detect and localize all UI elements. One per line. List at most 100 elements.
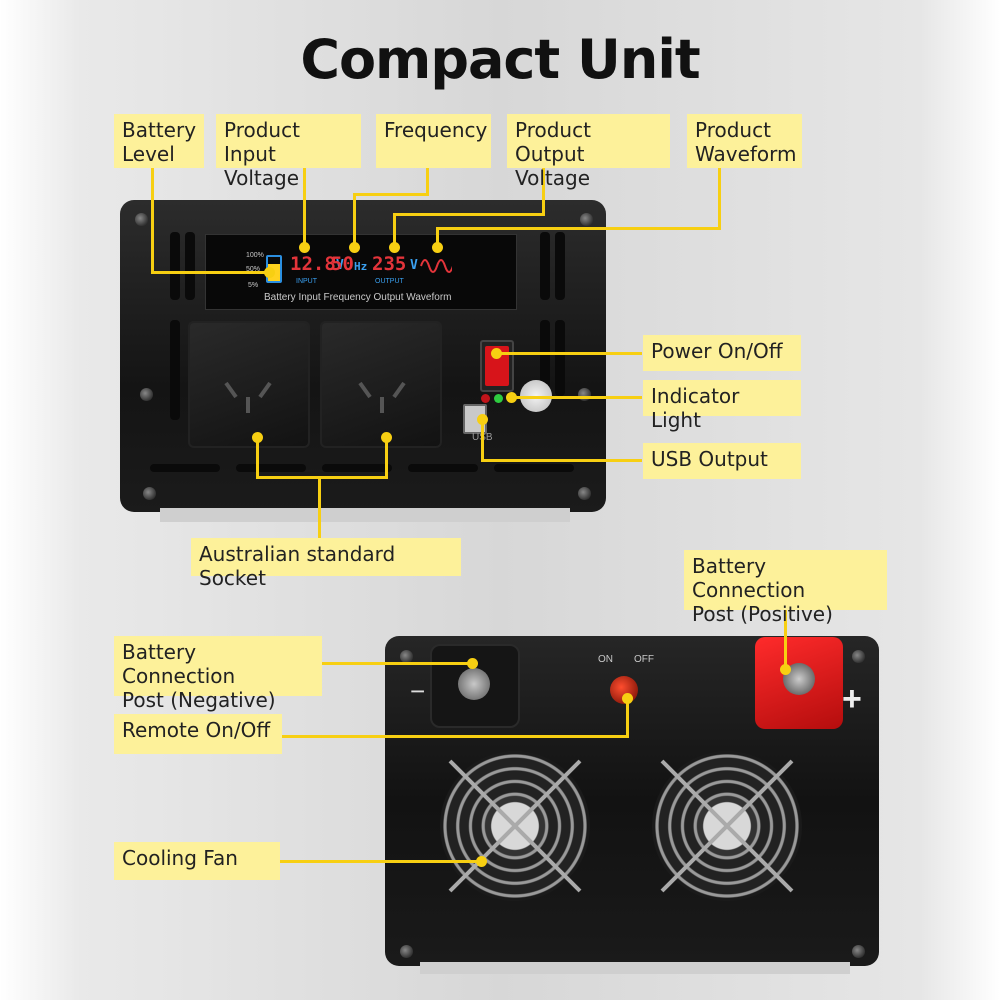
callout-positive-post: Battery Connection Post (Positive) [684,550,887,626]
frequency-unit: Hz [354,260,368,273]
callout-line [542,165,545,215]
battery-pct-5: 5% [248,282,259,289]
inverter-front-base [160,508,570,522]
screw [400,945,413,958]
screw [580,213,593,226]
vent-slot [170,320,180,420]
callout-line [511,396,642,399]
screw [578,388,591,401]
indicator-light-red [481,394,490,403]
callout-remote-switch: Remote On/Off [114,714,282,754]
vent-slot [540,320,550,396]
screw [400,650,413,663]
callout-line [481,418,484,461]
vent-slot [236,464,306,472]
screw [852,650,865,663]
callout-dot [506,392,517,403]
callout-dot [477,414,488,425]
negative-post-cover [430,644,520,728]
frequency-value: 50 [331,253,354,275]
vent-slot [540,232,550,300]
screw [852,945,865,958]
positive-post-cover [755,637,843,729]
remote-on-text: ON [598,654,613,665]
callout-line [318,476,321,538]
callout-dot [299,242,310,253]
fan-grill-right [660,759,794,893]
callout-line [436,227,721,230]
callout-line [322,662,472,665]
callout-line [303,165,306,247]
input-voltage-value: 12.8 [290,253,336,275]
power-socket-left [188,321,310,448]
callout-line [353,193,356,247]
callout-frequency: Frequency [376,114,491,168]
vent-slot [322,464,392,472]
battery-pct-50: 50% [246,266,261,273]
page-title: Compact Unit [300,28,700,91]
vent-slot [494,464,574,472]
callout-australian-socket: Australian standard Socket [191,538,461,590]
vent-slot [185,232,195,300]
callout-line [353,193,429,196]
callout-indicator-light: Indicator Light [643,380,801,432]
callout-line [393,213,545,216]
callout-line [256,436,259,478]
callout-dot [476,856,487,867]
output-tag: OUTPUT [375,278,404,285]
vent-slot [555,320,565,396]
callout-input-voltage: Product Input Voltage [216,114,361,190]
minus-sign: − [410,676,426,706]
indicator-light-green [494,394,503,403]
socket-pins-right [358,381,406,413]
callout-dot [467,658,478,669]
screw [578,487,591,500]
output-voltage-unit: V [410,258,418,273]
callout-output-voltage: Product Output Voltage [507,114,670,190]
callout-line [784,610,787,670]
callout-battery-level: Battery Level [114,114,204,168]
vent-slot [150,464,220,472]
callout-dot [780,664,791,675]
callout-cooling-fan: Cooling Fan [114,842,280,880]
screw [135,213,148,226]
fan-grill-left [448,759,582,893]
callout-power-switch: Power On/Off [643,335,801,371]
callout-dot [349,242,360,253]
callout-dot [491,348,502,359]
callout-line [626,698,629,738]
screw [143,487,156,500]
inverter-rear-base [420,962,850,974]
vent-slot [170,232,180,300]
screw [140,388,153,401]
callout-negative-post: Battery Connection Post (Negative) [114,636,322,712]
callout-dot [622,693,633,704]
callout-line [282,735,628,738]
plus-sign: + [842,680,862,718]
callout-line [496,352,642,355]
callout-waveform: Product Waveform [687,114,802,168]
sine-wave-icon [420,259,452,273]
callout-line [151,165,154,273]
power-socket-right [320,321,442,448]
remote-off-text: OFF [634,654,654,665]
input-tag: INPUT [296,278,317,285]
callout-line [280,860,480,863]
callout-dot [264,267,275,278]
callout-line [385,436,388,478]
battery-pct-100: 100% [246,252,264,259]
callout-dot [389,242,400,253]
callout-usb-output: USB Output [643,443,801,479]
vent-slot [408,464,478,472]
input-voltage-unit: V [336,258,344,273]
callout-line [256,476,388,479]
socket-pins-left [224,381,272,413]
lcd-captions: Battery Input Frequency Output Waveform [264,292,452,303]
callout-line [151,271,268,274]
output-voltage-value: 235 [372,253,407,275]
callout-line [481,459,642,462]
callout-line [436,227,439,247]
callout-line [718,165,721,229]
callout-line [426,165,429,195]
vent-slot [555,232,565,300]
